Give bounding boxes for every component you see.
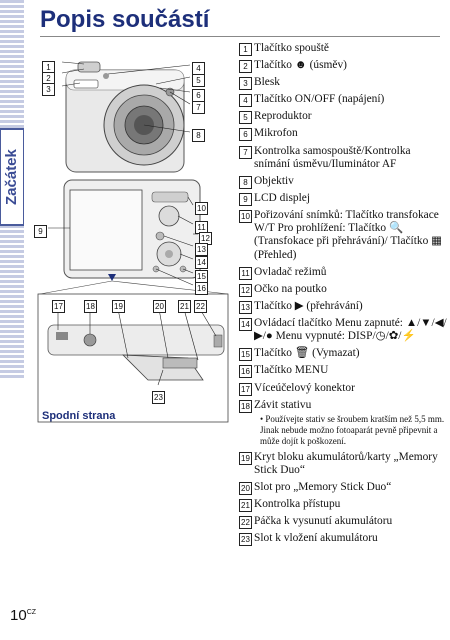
- callout-11: 11: [195, 218, 208, 236]
- camera-front-view: [61, 61, 191, 173]
- callout-19: 19: [112, 297, 125, 315]
- callout-23: 23: [152, 388, 165, 406]
- section-tab: Začátek: [1, 130, 23, 224]
- camera-back-view: [48, 179, 201, 286]
- callout-line-right: [111, 280, 229, 295]
- camera-illustration: [37, 61, 229, 423]
- callout-21: 21: [178, 297, 191, 315]
- page-number: 10CZ: [10, 607, 37, 624]
- camera-diagram: 1 2 3 4 5 6 7 8 9 10 11 12 13 14 15 16 1…: [28, 40, 233, 440]
- title-divider: [40, 36, 440, 37]
- callout-1: 1: [42, 58, 55, 76]
- callout-9: 9: [34, 222, 47, 240]
- callout-22: 22: [194, 297, 207, 315]
- page-title: Popis součástí: [40, 6, 210, 33]
- callout-line-left: [39, 280, 113, 295]
- callout-18: 18: [84, 297, 97, 315]
- camera-bottom-view: [37, 293, 229, 423]
- callout-13: 13: [195, 240, 208, 258]
- tripod-note: • Používejte stativ se šroubem kratším n…: [260, 413, 445, 446]
- callout-10: 10: [195, 199, 208, 217]
- callout-8: 8: [192, 126, 205, 144]
- callout-14: 14: [195, 253, 208, 271]
- callout-20: 20: [153, 297, 166, 315]
- callout-3: 3: [42, 80, 55, 98]
- callout-16: 16: [195, 279, 208, 297]
- callout-17: 17: [52, 297, 65, 315]
- callout-7: 7: [192, 98, 205, 116]
- callout-5: 5: [192, 71, 205, 89]
- bottom-view-label: Spodní strana: [42, 410, 116, 422]
